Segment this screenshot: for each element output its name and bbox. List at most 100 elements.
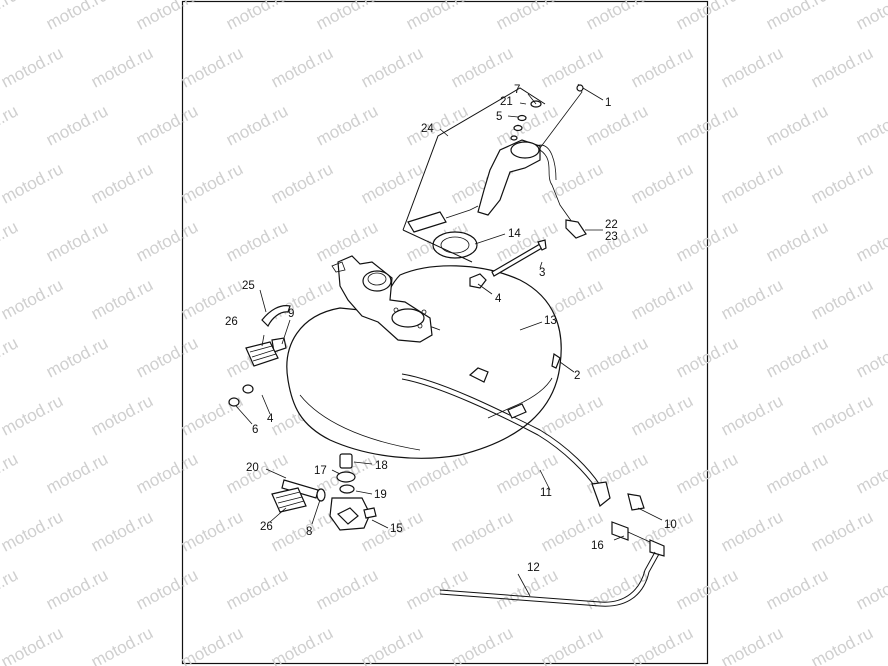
watermark-text: motod.ru (358, 43, 426, 91)
watermark-text: motod.ru (763, 449, 831, 497)
watermark-text: motod.ru (313, 101, 381, 149)
watermark-text: motod.ru (583, 101, 651, 149)
clip-10 (627, 493, 645, 511)
watermark-text: motod.ru (133, 101, 201, 149)
watermark-text: motod.ru (763, 565, 831, 613)
watermark-text: motod.ru (448, 43, 516, 91)
watermark-text: motod.ru (0, 159, 66, 207)
watermark-text: motod.ru (538, 43, 606, 91)
pump-opening (391, 308, 425, 328)
watermark-text: motod.ru (178, 43, 246, 91)
callout-10: 10 (664, 519, 677, 531)
watermark-text: motod.ru (0, 565, 21, 613)
pump-connector (565, 219, 587, 239)
callout-26a: 26 (225, 316, 238, 328)
watermark-text: motod.ru (0, 333, 21, 381)
watermark-text: motod.ru (268, 623, 336, 666)
watermark-text: motod.ru (88, 275, 156, 323)
watermark-text: motod.ru (493, 0, 561, 34)
watermark-text: motod.ru (628, 43, 696, 91)
watermark-text: motod.ru (763, 0, 831, 34)
callout-4b: 4 (267, 413, 274, 425)
watermark-text: motod.ru (763, 217, 831, 265)
watermark-text: motod.ru (178, 623, 246, 666)
watermark-text: motod.ru (718, 623, 786, 666)
watermark-text: motod.ru (808, 43, 876, 91)
watermark-text: motod.ru (853, 0, 888, 34)
watermark-text: motod.ru (538, 623, 606, 666)
callout-18: 18 (375, 460, 388, 472)
watermark-text: motod.ru (43, 217, 111, 265)
watermark-text: motod.ru (808, 623, 876, 666)
callout-1: 1 (605, 97, 611, 109)
watermark-text: motod.ru (313, 0, 381, 34)
callout-21: 21 (500, 96, 513, 108)
watermark-text: motod.ru (178, 507, 246, 555)
vent-line-11 (401, 373, 601, 486)
watermark-text: motod.ru (493, 217, 561, 265)
check-valve-16 (611, 521, 629, 541)
callout-5: 5 (496, 111, 502, 123)
callout-22: 22 (605, 219, 618, 231)
watermark-text: motod.ru (583, 565, 651, 613)
pump-gasket (432, 231, 478, 259)
watermark-text: motod.ru (88, 507, 156, 555)
callout-8: 8 (306, 526, 312, 538)
watermark-text: motod.ru (0, 449, 21, 497)
watermark-text: motod.ru (43, 101, 111, 149)
callout-labels: 1 2 3 4 4 5 6 7 8 9 10 11 12 13 14 15 16… (225, 84, 677, 574)
filler-neck (362, 270, 392, 292)
watermark-text: motod.ru (403, 565, 471, 613)
callout-13: 13 (544, 315, 557, 327)
watermark-text: motod.ru (133, 217, 201, 265)
callout-7: 7 (514, 84, 520, 96)
callout-24: 24 (421, 123, 434, 135)
watermark-text: motod.ru (718, 159, 786, 207)
watermark-text: motod.ru (583, 333, 651, 381)
callout-20: 20 (246, 462, 259, 474)
watermark-text: motod.ru (0, 275, 66, 323)
watermark-text: motod.ru (853, 449, 888, 497)
watermark-text: motod.ru (0, 391, 66, 439)
watermark-text: motod.ru (763, 101, 831, 149)
watermark-text: motod.ru (583, 449, 651, 497)
watermark-text: motod.ru (808, 507, 876, 555)
watermark-text: motod.ru (43, 565, 111, 613)
callout-12: 12 (527, 562, 540, 574)
callout-16: 16 (591, 540, 604, 552)
watermark-text: motod.ru (0, 507, 66, 555)
callout-19: 19 (374, 489, 387, 501)
callout-26b: 26 (260, 521, 273, 533)
watermark-text: motod.ru (268, 159, 336, 207)
watermark-text: motod.ru (88, 623, 156, 666)
callout-2: 2 (574, 370, 580, 382)
watermark-text: motod.ru (88, 43, 156, 91)
watermark-text: motod.ru (268, 43, 336, 91)
watermark-text: motod.ru (358, 159, 426, 207)
leader-lines (235, 87, 663, 597)
watermark-text: motod.ru (223, 217, 291, 265)
watermark-text: motod.ru (583, 0, 651, 34)
watermark-text: motod.ru (223, 101, 291, 149)
watermark-text: motod.ru (88, 159, 156, 207)
watermark-text: motod.ru (0, 217, 21, 265)
watermark-text: motod.ru (403, 0, 471, 34)
watermark-text: motod.ru (43, 333, 111, 381)
callout-3: 3 (539, 267, 545, 279)
watermark-text: motod.ru (853, 101, 888, 149)
valve-knob-18 (339, 453, 353, 469)
watermark-text: motod.ru (718, 507, 786, 555)
fuel-pump-module (477, 139, 541, 216)
watermark-text: motod.ru (133, 0, 201, 34)
watermark-text: motod.ru (628, 159, 696, 207)
watermark-text: motod.ru (448, 623, 516, 666)
watermark-text: motod.ru (313, 565, 381, 613)
watermark-text: motod.ru (43, 449, 111, 497)
watermark-text: motod.ru (628, 623, 696, 666)
watermark-text: motod.ru (223, 565, 291, 613)
watermark-text: motod.ru (718, 391, 786, 439)
callout-23: 23 (605, 231, 618, 243)
watermark-text: motod.ru (853, 333, 888, 381)
watermark-text: motod.ru (403, 101, 471, 149)
watermark-text: motod.ru (0, 623, 66, 666)
